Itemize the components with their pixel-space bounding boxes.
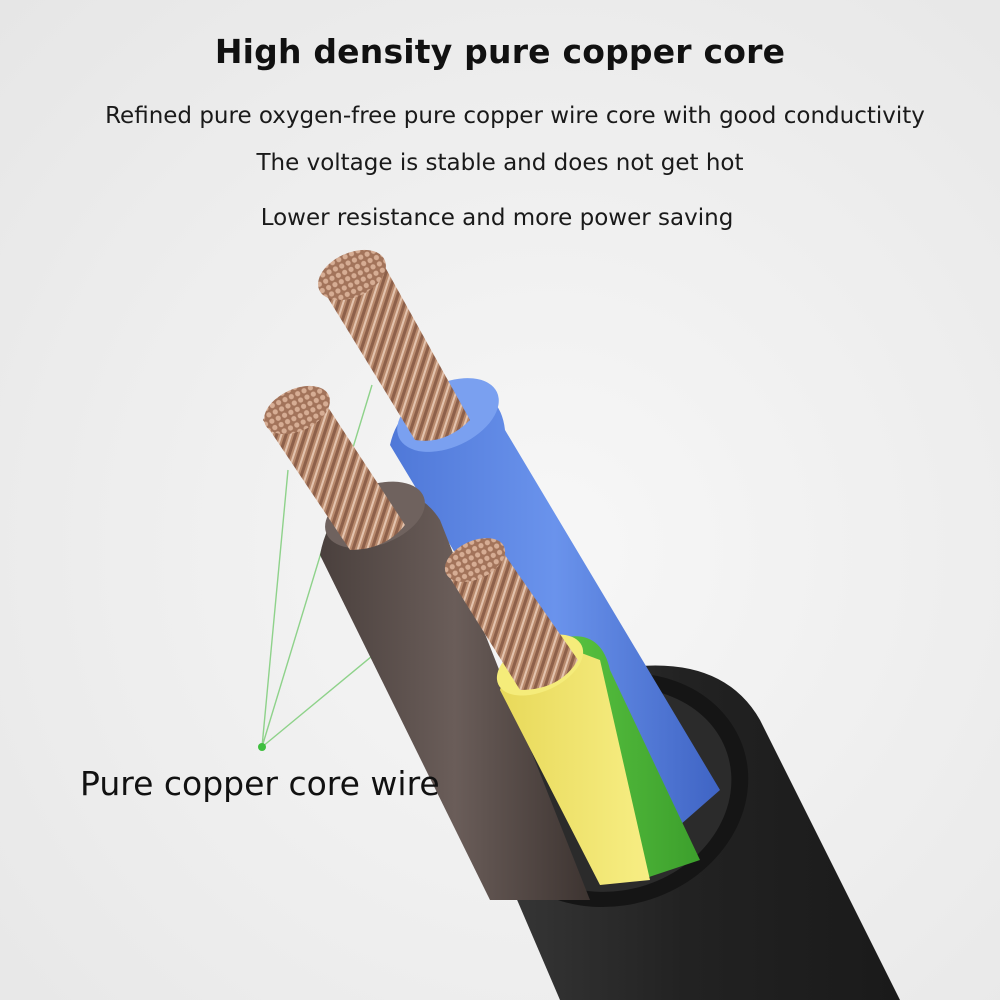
copper-strands-earth [445,546,578,690]
brown-insulation [320,489,590,900]
strand-end-blue [318,249,386,301]
callout-label: Pure copper core wire [80,764,440,803]
feature-line-1: Refined pure oxygen-free pure copper wir… [105,103,925,129]
strand-end-earth [444,538,506,582]
strand-end-brown [264,385,330,435]
copper-strands-brown [263,394,405,550]
feature-line-3: Lower resistance and more power saving [260,205,734,231]
yellow-insulation [500,645,650,885]
feature-line-2: The voltage is stable and does not get h… [256,150,744,176]
pointer-dot [258,743,266,751]
copper-strands-blue [320,256,470,441]
headline: High density pure copper core [214,32,786,71]
